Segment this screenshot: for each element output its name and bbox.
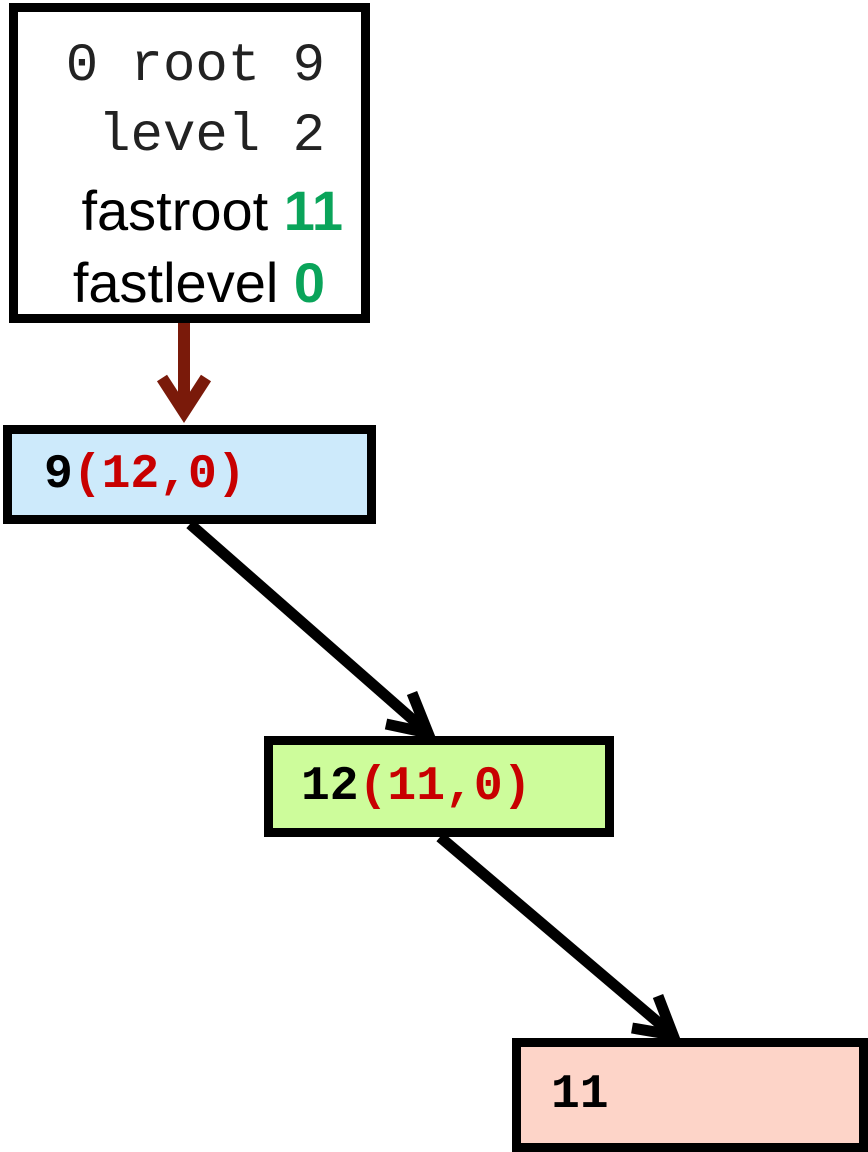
- fastroot-value: 11: [283, 179, 343, 242]
- edge-9-to-12: [186, 519, 437, 741]
- fastlevel-line: fastlevel 0: [73, 250, 325, 315]
- node-key: 11: [551, 1068, 609, 1122]
- node-pointer: (12,0): [72, 447, 246, 502]
- node-key: 9: [44, 447, 73, 502]
- node-9: 9 (12,0): [3, 425, 376, 524]
- fastlevel-value: 0: [293, 251, 325, 314]
- metadata-box: 0 root 9 level 2 fastroot 11 fastlevel 0: [9, 3, 370, 323]
- fastlevel-label: fastlevel: [72, 251, 279, 314]
- node-12: 12 (11,0): [264, 736, 614, 837]
- edge-12-to-11: [436, 832, 682, 1043]
- fastroot-label: fastroot: [81, 179, 269, 242]
- node-key: 12: [301, 759, 359, 814]
- fastroot-line: fastroot 11: [81, 178, 343, 243]
- root-line: 0 root 9: [65, 36, 325, 97]
- node-11: 11: [512, 1038, 868, 1152]
- level-line: level 2: [98, 106, 325, 167]
- root-arrow: [156, 318, 212, 424]
- node-pointer: (11,0): [358, 759, 532, 814]
